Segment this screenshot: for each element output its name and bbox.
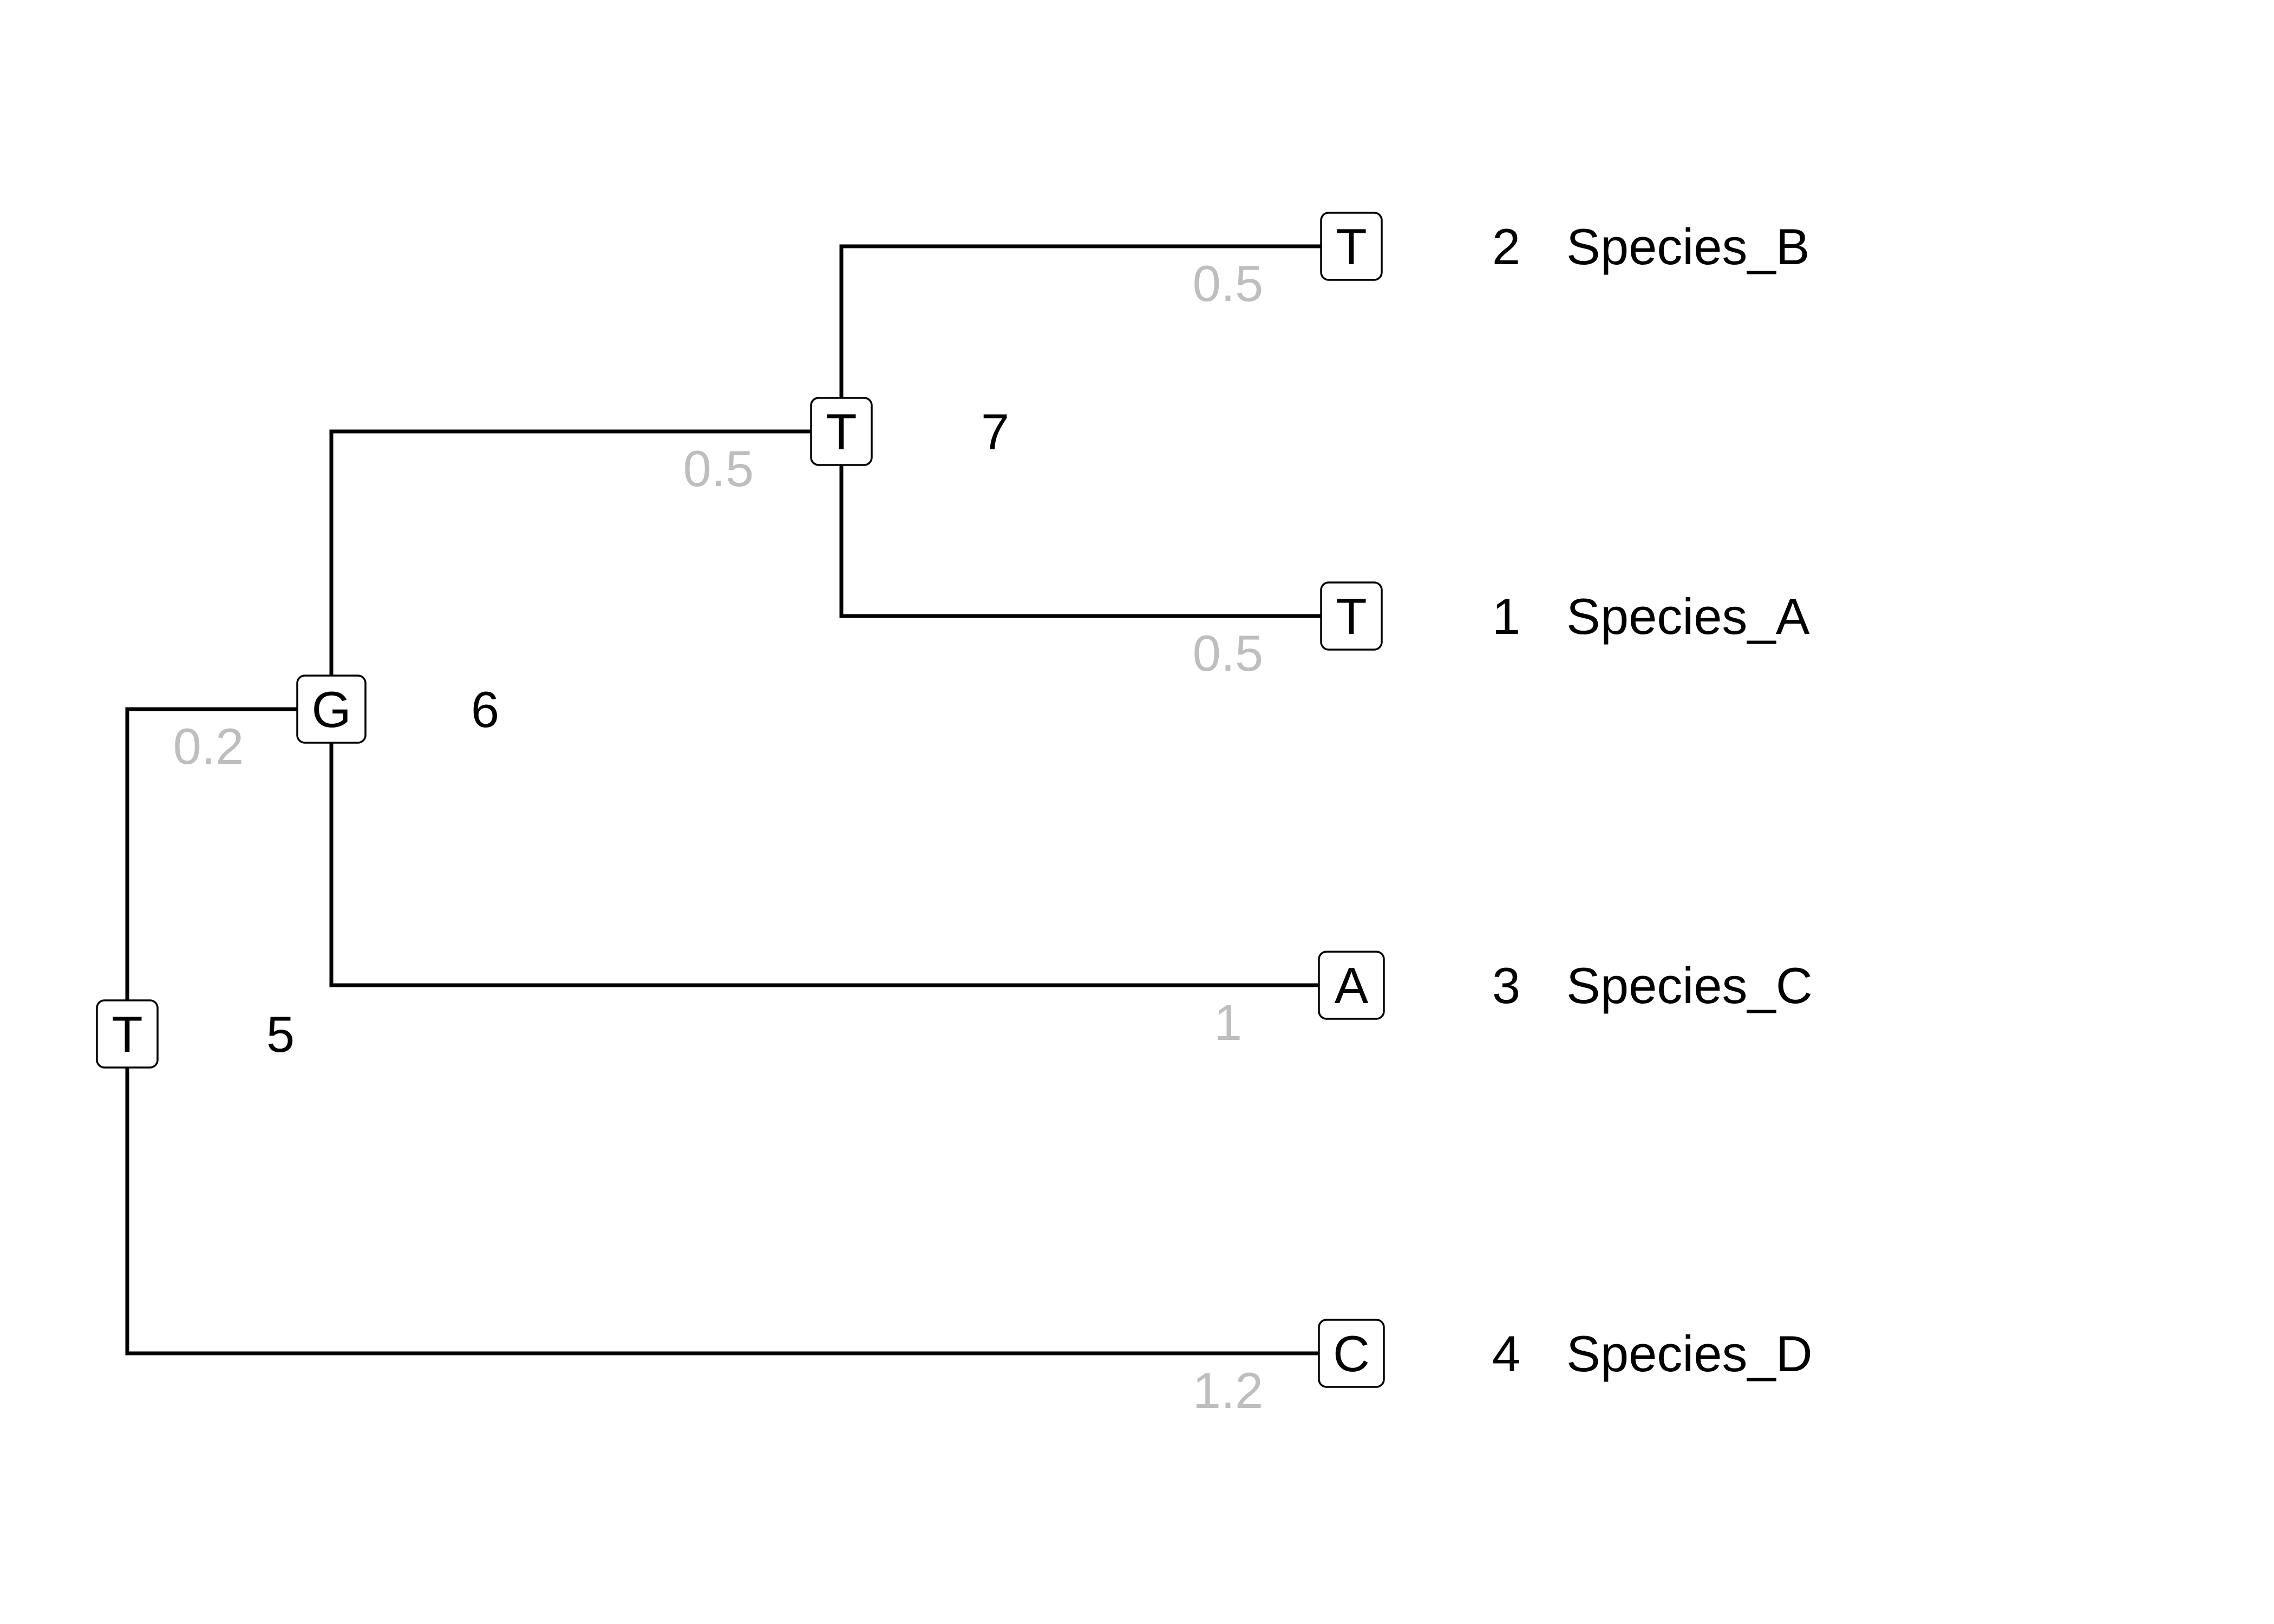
state-box-node-6: [296, 675, 367, 744]
state-label-species-d: C: [1333, 1325, 1370, 1382]
state-label-node-7: T: [826, 403, 857, 460]
tip-id: 1: [1492, 588, 1520, 645]
state-label-node-6: G: [311, 681, 351, 738]
tip-label-species-c: Species_C: [1566, 957, 1813, 1014]
branch-length-label: 1: [1214, 994, 1242, 1051]
internal-state-boxes: T G T: [96, 397, 873, 1069]
tip-state-boxes: T T A C: [1318, 212, 1385, 1388]
node-id-6: 6: [471, 681, 499, 738]
state-box-node-5: [96, 999, 159, 1069]
state-label-species-b: T: [1336, 218, 1367, 275]
node-id-7: 7: [981, 403, 1009, 460]
tip-labels: 2 Species_B 1 Species_A 3 Species_C 4 Sp…: [1492, 218, 1813, 1382]
branches: [125, 244, 1353, 1355]
state-box-node-7: [810, 397, 873, 466]
tip-label-species-b: Species_B: [1566, 218, 1809, 275]
branch-length-label: 0.5: [683, 440, 754, 497]
state-box-species-d: [1318, 1319, 1385, 1388]
state-box-species-c: [1318, 951, 1385, 1020]
state-label-species-a: T: [1336, 588, 1367, 645]
state-label-species-c: A: [1335, 957, 1369, 1014]
tip-id: 2: [1492, 218, 1520, 275]
branch-length-labels: 0.5 0.5 1 1.2 0.5 0.2: [173, 255, 1264, 1419]
node-id-5: 5: [266, 1006, 295, 1063]
state-box-species-b: [1320, 212, 1383, 281]
branch-length-label: 0.2: [173, 718, 244, 775]
state-box-species-a: [1320, 581, 1383, 651]
internal-node-ids: 7 6 5: [266, 403, 1009, 1063]
branch-length-label: 0.5: [1193, 255, 1264, 312]
branch-length-label: 1.2: [1193, 1362, 1264, 1419]
tip-id: 3: [1492, 957, 1520, 1014]
state-label-node-5: T: [112, 1006, 142, 1063]
tip-id: 4: [1492, 1325, 1520, 1382]
tip-label-species-a: Species_A: [1566, 588, 1810, 645]
branch-length-label: 0.5: [1193, 625, 1264, 682]
tip-label-species-d: Species_D: [1566, 1325, 1813, 1382]
